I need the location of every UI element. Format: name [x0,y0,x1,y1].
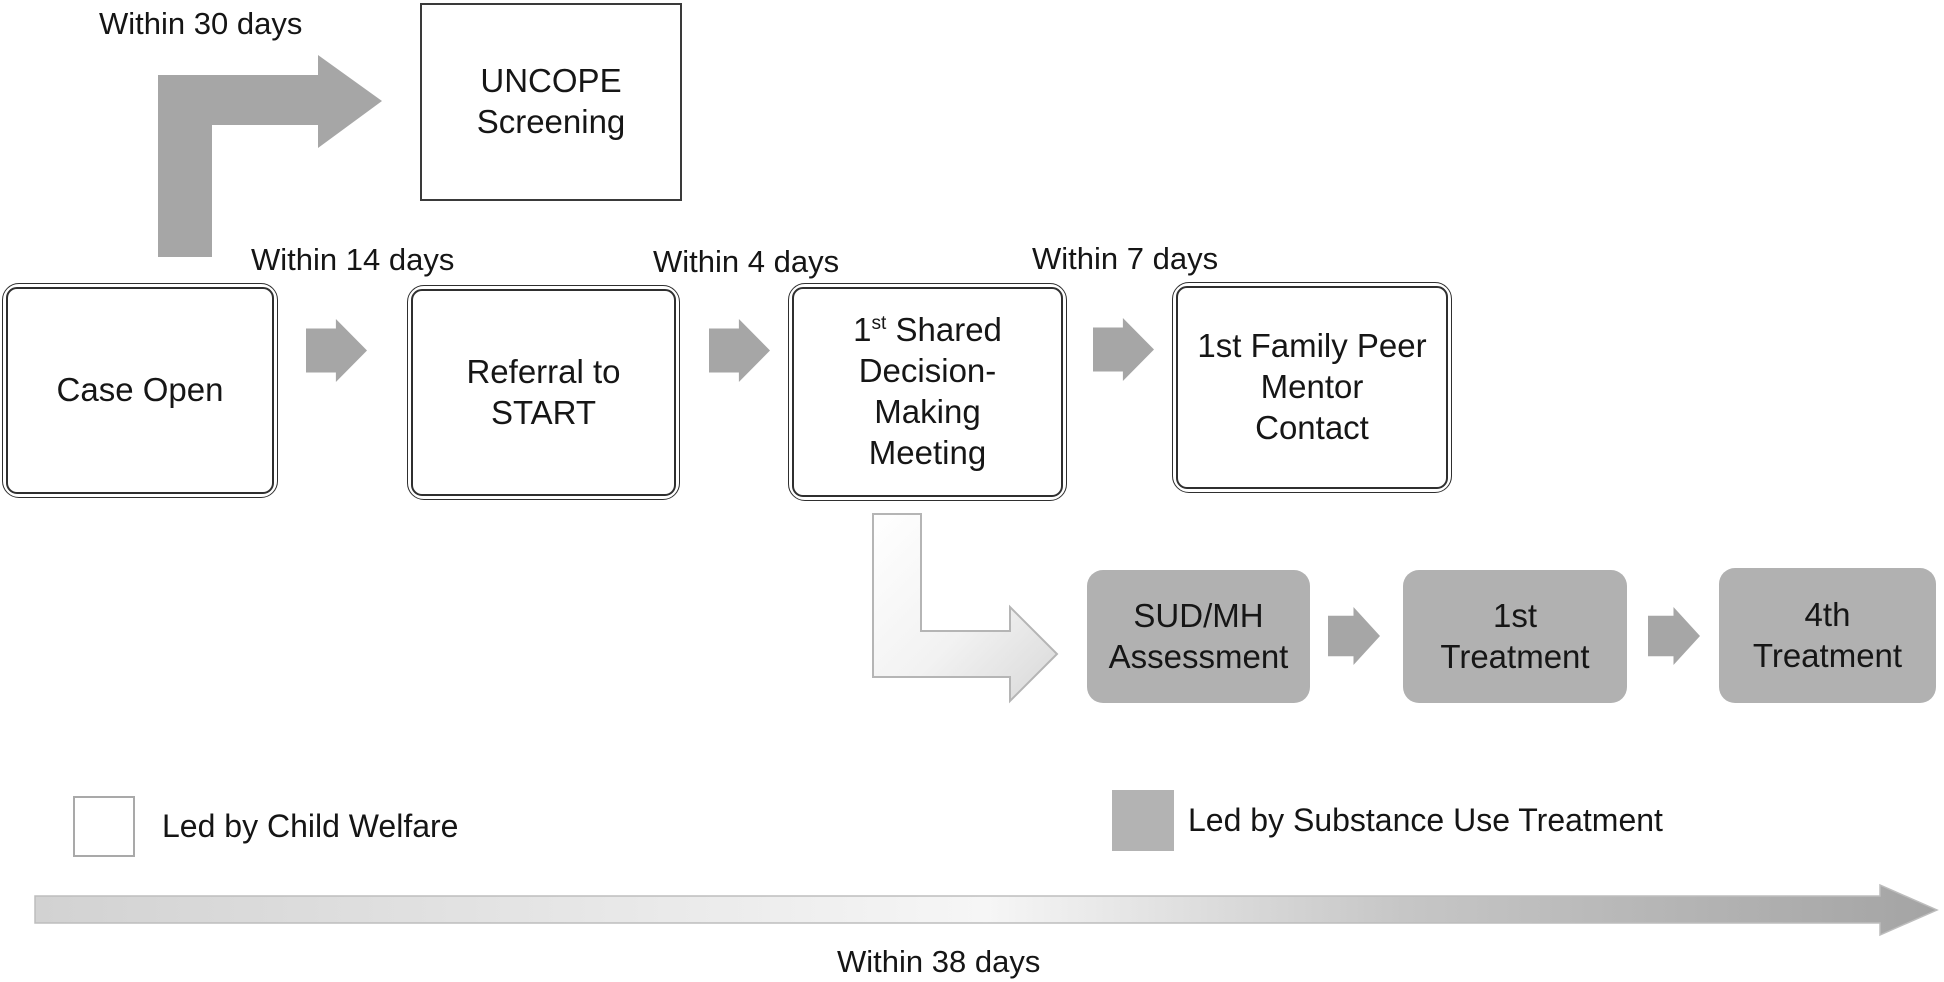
box-label: 1st Treatment [1440,596,1590,675]
box-label: UNCOPE Screening [476,62,626,140]
arrow-1st-to-4th-treatment [1648,607,1700,665]
elbow-arrow-to-uncope [158,55,382,257]
box-1st-treatment: 1st Treatment [1403,570,1627,703]
arrow-case-to-referral [306,319,367,382]
box-label: 1st Family Peer Mentor Contact [1197,327,1427,446]
legend-substance-use-swatch [1112,790,1174,851]
box-family-peer-mentor-contact: 1st Family Peer Mentor Contact [1172,282,1452,493]
box-label: Referral to START [466,352,621,431]
box-label: SUD/MH Assessment [1108,596,1289,675]
legend-child-welfare-label: Led by Child Welfare [162,808,459,844]
arrow-meeting-to-mentor [1093,318,1154,381]
legend-substance-use-label: Led by Substance Use Treatment [1188,802,1663,838]
label-within-14-days: Within 14 days [251,242,455,277]
arrow-sud-to-1st-treatment [1328,607,1380,665]
box-label: Case Open [56,371,224,409]
box-label: 1st Shared Decision- Making Meeting [853,311,1002,471]
box-sud-mh-assessment: SUD/MH Assessment [1087,570,1310,703]
label-within-38-days: Within 38 days [837,944,1041,979]
arrow-referral-to-meeting [709,319,770,382]
box-shared-decision-meeting: 1st Shared Decision- Making Meeting [788,283,1067,501]
label-within-30-days: Within 30 days [99,6,303,41]
box-referral-to-start: Referral to START [407,285,680,500]
box-4th-treatment: 4th Treatment [1719,568,1936,703]
label-within-4-days: Within 4 days [653,244,840,279]
box-label: 4th Treatment [1752,595,1903,674]
elbow-arrow-to-sud [872,513,1059,704]
box-uncope-screening: UNCOPE Screening [420,3,682,201]
box-case-open: Case Open [2,283,278,498]
label-within-7-days: Within 7 days [1032,241,1219,276]
timeline-arrow [34,883,1939,937]
legend-child-welfare-swatch [73,796,135,857]
